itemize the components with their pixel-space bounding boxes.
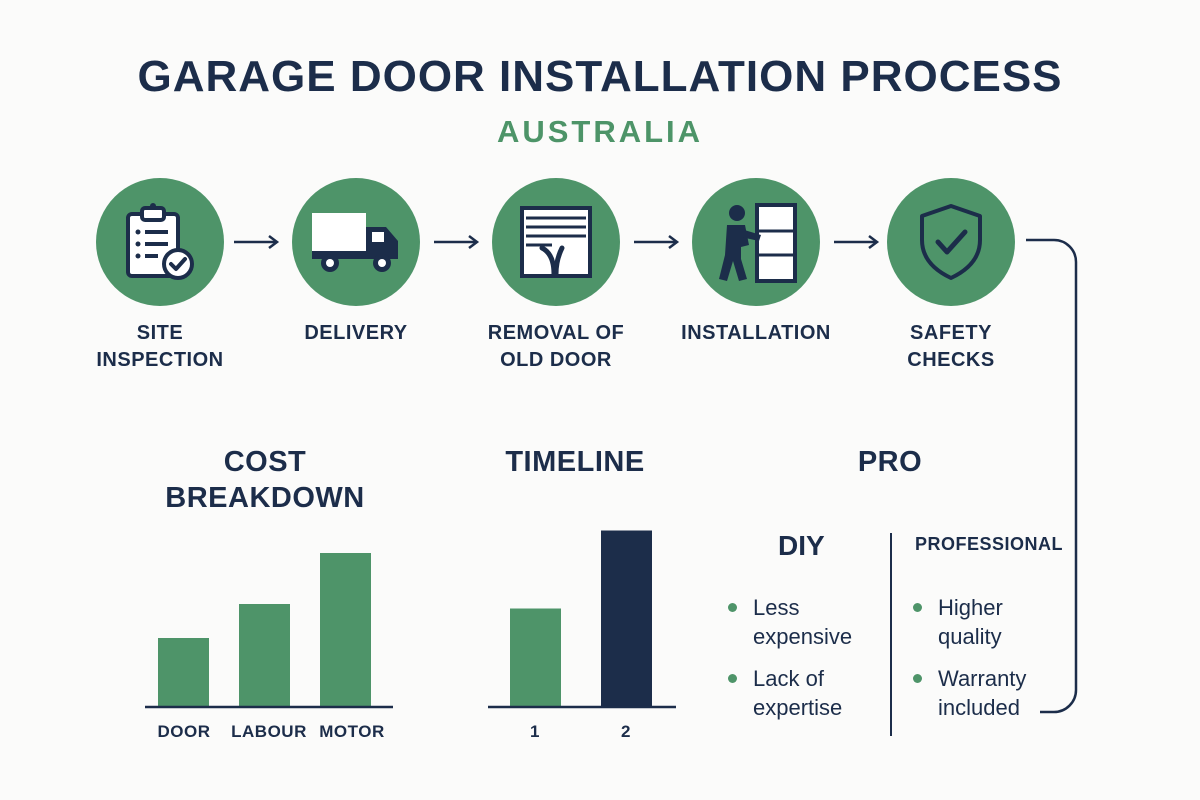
shield-check-icon: [920, 204, 982, 280]
timeline-chart: [488, 530, 676, 709]
diy-point-text: Less expensive: [753, 595, 853, 649]
bullet-dot: [913, 603, 922, 612]
timeline-category-label: 1: [530, 722, 540, 741]
comparison-title: PRO: [857, 446, 923, 478]
bullet-dot: [728, 674, 737, 683]
professional-point: Warranty included: [913, 664, 1026, 722]
page-subtitle: AUSTRALIA: [496, 114, 704, 149]
comparison-divider: [890, 533, 892, 736]
step-delivery: DELIVERY: [256, 178, 456, 347]
clipboard-check-icon: [126, 203, 194, 280]
connector-line: [1026, 238, 1078, 714]
page-title: GARAGE DOOR INSTALLATION PROCESS: [137, 52, 1063, 101]
bullet-dot: [728, 603, 737, 612]
cost-category-label: MOTOR: [319, 722, 385, 741]
cost-category-label: DOOR: [157, 722, 211, 741]
bar-labour: [239, 604, 290, 706]
step-circle: [692, 178, 820, 306]
step-label: REMOVAL OF OLD DOOR: [487, 322, 625, 371]
bar-door: [158, 638, 209, 706]
step-installation: INSTALLATION: [656, 178, 856, 347]
step-label: SAFETY CHECKS: [907, 322, 995, 371]
arrow-right-icon: [834, 235, 880, 249]
step-circle: [292, 178, 420, 306]
cost-breakdown-chart: [145, 553, 393, 709]
arrow-right-icon: [234, 235, 280, 249]
arrow-right-icon: [634, 235, 680, 249]
diy-point-text: Lack of expertise: [753, 666, 843, 720]
step-site-inspection: SITE INSPECTION: [60, 178, 260, 374]
diy-heading: DIY: [778, 530, 825, 561]
professional-point-text: Higher quality: [938, 595, 1003, 649]
cost-category-label: LABOUR: [231, 722, 307, 741]
professional-point-text: Warranty included: [938, 666, 1027, 720]
bar-2: [601, 530, 652, 706]
diy-point: Less expensive: [728, 593, 852, 651]
step-circle: [887, 178, 1015, 306]
step-label: SITE INSPECTION: [96, 322, 224, 371]
step-safety-checks: SAFETY CHECKS: [851, 178, 1051, 374]
step-removal-of-old-door: REMOVAL OF OLD DOOR: [456, 178, 656, 374]
worker-installing-icon: [719, 203, 797, 283]
timeline-title: TIMELINE: [505, 446, 645, 478]
step-circle: [96, 178, 224, 306]
bar-motor: [320, 553, 371, 706]
bullet-dot: [913, 674, 922, 683]
truck-icon: [312, 213, 398, 272]
cost-breakdown-title: COST BREAKDOWN: [165, 446, 365, 514]
bar-1: [510, 608, 561, 706]
arrow-right-icon: [434, 235, 480, 249]
professional-point: Higher quality: [913, 593, 1003, 651]
diy-point: Lack of expertise: [728, 664, 842, 722]
step-circle: [492, 178, 620, 306]
professional-heading: PROFESSIONAL: [915, 534, 1064, 554]
garage-door-icon: [520, 206, 592, 278]
step-label: INSTALLATION: [681, 322, 831, 344]
timeline-category-label: 2: [621, 722, 631, 741]
step-label: DELIVERY: [304, 322, 408, 344]
